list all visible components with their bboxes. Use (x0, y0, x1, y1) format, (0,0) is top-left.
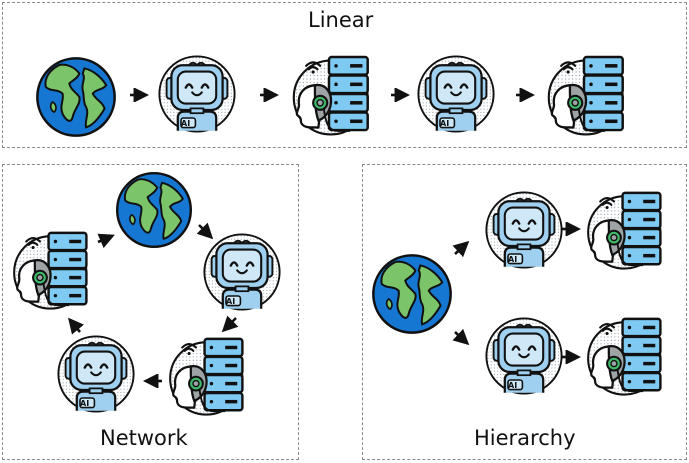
ai-badge-label: AI (181, 119, 191, 128)
arrow-right-icon (562, 222, 582, 236)
ai-robot-linear-1: AI (155, 54, 239, 134)
ai-robot-icon (485, 317, 563, 395)
ai-badge-label: AI (508, 381, 518, 390)
ai-robot-hierarchy-top: AI (482, 190, 566, 270)
ai-robot-icon (417, 55, 495, 133)
customer-service-agent-icon (168, 337, 244, 416)
network-panel-title: Network (100, 426, 188, 450)
arrow-right-icon (260, 88, 280, 102)
linear-panel (2, 2, 687, 148)
arrow-up-right-icon (452, 240, 470, 258)
arrow-right-icon (97, 233, 115, 248)
hierarchy-panel (362, 164, 687, 460)
customer-service-agent-icon (586, 317, 662, 396)
earth-icon (115, 171, 193, 249)
arrow-right-icon (391, 88, 411, 102)
ai-robot-linear-2: AI (414, 54, 498, 134)
arrow-left-icon (142, 374, 162, 388)
earth-icon (35, 56, 117, 138)
ai-badge-label: AI (80, 399, 90, 408)
customer-service-agent-icon (12, 231, 88, 310)
arrow-right-icon (516, 88, 536, 102)
hierarchy-panel-title: Hierarchy (474, 426, 576, 450)
linear-panel-title: Linear (308, 8, 374, 32)
customer-service-agent-icon (292, 55, 370, 136)
ai-robot-icon (203, 233, 281, 311)
arrow-right-icon (562, 350, 582, 364)
ai-robot-icon (485, 191, 563, 269)
customer-service-agent-icon (586, 191, 662, 270)
ai-badge-label: AI (226, 297, 236, 306)
arrow-down-right-icon (196, 222, 214, 240)
arrow-up-icon (68, 317, 84, 335)
ai-robot-icon (158, 55, 236, 133)
network-panel (2, 164, 299, 460)
ai-robot-network-2: AI (54, 334, 138, 414)
earth-icon (372, 254, 452, 334)
arrow-down-left-icon (221, 315, 239, 333)
ai-badge-label: AI (440, 119, 450, 128)
ai-robot-icon (57, 335, 135, 413)
ai-badge-label: AI (508, 255, 518, 264)
ai-robot-network-1: AI (200, 232, 284, 312)
ai-robot-hierarchy-bottom: AI (482, 316, 566, 396)
arrow-right-icon (130, 88, 150, 102)
customer-service-agent-icon (547, 55, 625, 136)
arrow-down-right-icon (452, 328, 470, 346)
